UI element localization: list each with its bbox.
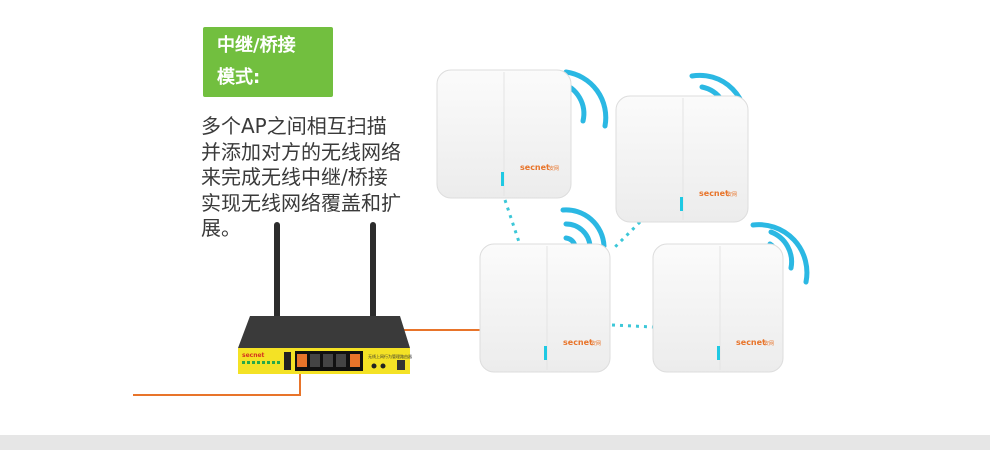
ap-brand-label: secnet	[520, 163, 550, 172]
description-line-1: 多个AP之间相互扫描	[201, 114, 387, 138]
link-ap2-ap3	[610, 220, 642, 252]
access-point-4: secnet 安网	[652, 222, 810, 373]
uplink-cable	[133, 370, 301, 396]
description-line-2: 并添加对方的无线网络	[201, 139, 401, 164]
router-model-label: 无线上网行为管理路由器	[368, 353, 412, 359]
ap-brand-label: secnet	[563, 338, 593, 347]
router-antenna-right	[370, 222, 376, 322]
ap-brand-label: secnet	[736, 338, 766, 347]
footer-band	[0, 435, 990, 450]
description-line-3: 来完成无线中继/桥接	[201, 165, 388, 189]
description-line-5: 展。	[201, 216, 241, 240]
ap-brand-suffix: 安网	[764, 340, 774, 347]
router-lan-port	[350, 354, 360, 367]
access-point-1: secnet 安网	[436, 69, 609, 199]
ap-brand-suffix: 安网	[727, 191, 737, 198]
access-point-2: secnet 安网	[615, 72, 749, 223]
mode-tag: 中继/桥接 模式:	[203, 27, 333, 97]
ap-brand-suffix: 安网	[549, 165, 559, 172]
mode-description: 多个AP之间相互扫描 并添加对方的无线网络 来完成无线中继/桥接 实现无线网络覆…	[201, 114, 431, 242]
mode-tag-line1: 中继/桥接	[217, 35, 296, 56]
router-brand-label: secnet	[242, 352, 265, 359]
wireless-link-lines	[503, 199, 654, 329]
router-wan-port	[297, 354, 307, 367]
access-point-3: secnet 安网	[479, 207, 611, 373]
link-ap1-ap3	[503, 199, 522, 246]
mode-tag-line2: 模式:	[217, 67, 261, 88]
wifi-signal-icon	[560, 207, 607, 249]
description-line-4: 实现无线网络覆盖和扩	[201, 190, 401, 215]
ap-brand-suffix: 安网	[591, 340, 601, 347]
router: secnet 无线上网行为管理路由器	[238, 222, 412, 374]
ap-brand-label: secnet	[699, 189, 729, 198]
link-ap3-ap4	[611, 323, 654, 329]
router-antenna-left	[274, 222, 280, 322]
